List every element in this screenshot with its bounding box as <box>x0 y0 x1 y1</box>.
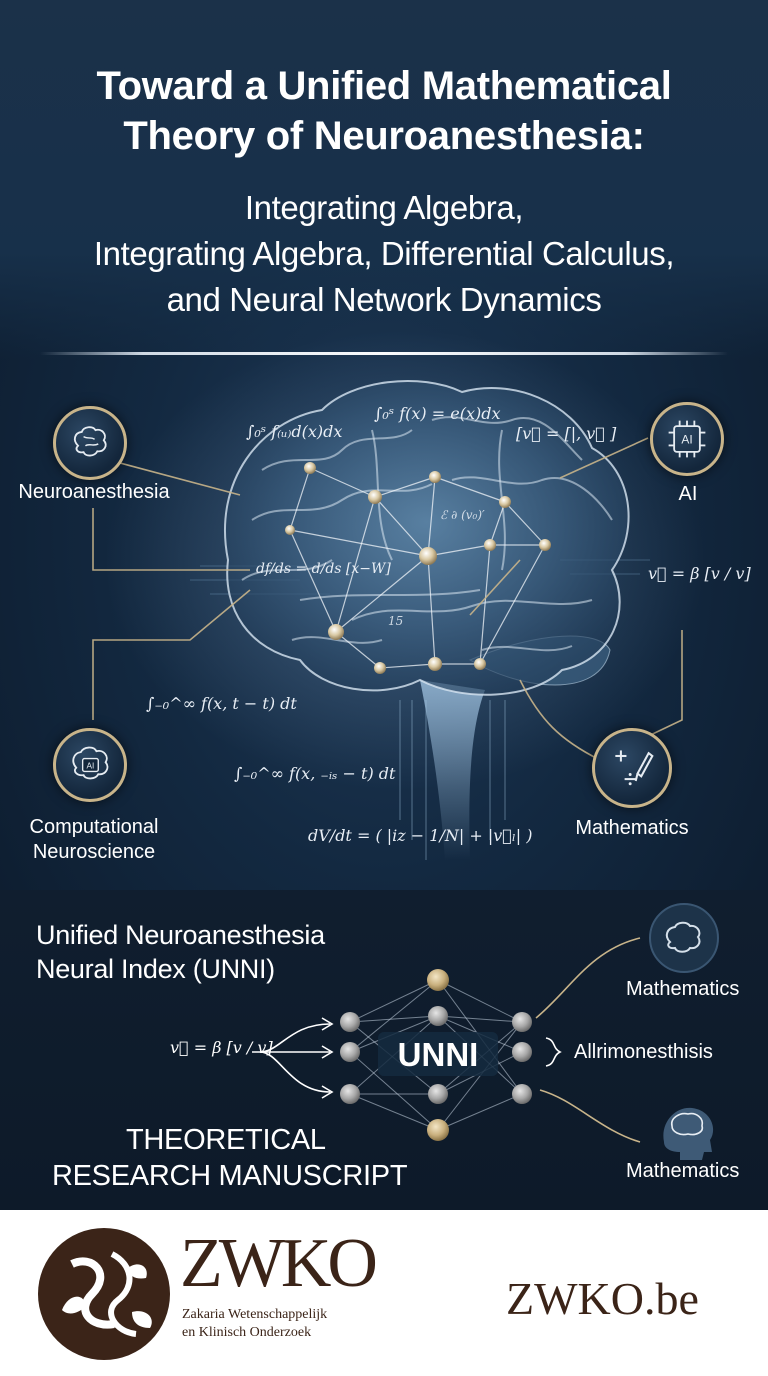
brain-icon <box>73 426 107 457</box>
computational-neuroscience-badge: AI <box>53 728 127 802</box>
equation-integral-2: ∫₀ˢ f(x) = e(x)dx <box>374 404 501 423</box>
equation-voltage: dV/dt = ( |iz − 1/N| + |v⃗ₗ| ) <box>308 826 533 845</box>
mathematics-badge <box>592 728 672 808</box>
computational-chip-text: AI <box>87 762 95 771</box>
equation-vector-1: [v⃗ = [|, v⃗ ] <box>516 424 617 443</box>
subtitle-line-2: Integrating Algebra, Differential Calcul… <box>93 235 675 272</box>
unni-network: UNNI <box>252 903 719 1160</box>
node-label-ai: AI <box>678 483 698 505</box>
equation-derivative: df/ds = d/ds [x−W] <box>256 561 391 577</box>
unni-title-line1: Unified Neuroanesthesia <box>36 920 325 950</box>
subtitle-line-3: and Neural Network Dynamics <box>166 281 602 318</box>
head-brain-icon <box>663 1107 714 1160</box>
equation-small: ℰ ∂ (v₀)′ <box>440 508 485 522</box>
unni-section: Unified Neuroanesthesia Neural Index (UN… <box>0 890 768 1210</box>
ai-badge: AI <box>650 402 724 476</box>
ai-chip-text: AI <box>681 433 692 447</box>
node-label-mathematics: Mathematics <box>575 817 689 839</box>
node-label-neuroanesthesia: Neuroanesthesia <box>18 481 170 503</box>
manuscript-line2: RESEARCH MANUSCRIPT <box>52 1160 408 1192</box>
ai-chip-icon: AI <box>668 420 706 458</box>
zwko-website-link[interactable]: ZWKO.be <box>506 1273 699 1324</box>
equation-integral-3: ∫₋₀^∞ f(x, t − t) dt <box>146 694 297 713</box>
zwko-tagline-line1: Zakaria Wetenschappelijk <box>182 1307 328 1322</box>
equation-number: 15 <box>388 614 404 628</box>
zwko-tagline-line2: en Klinisch Onderzoek <box>182 1325 312 1340</box>
brain-circle-icon <box>649 903 719 973</box>
zwko-wordmark: ZWKO <box>180 1225 378 1302</box>
hero-section: Toward a Unified Mathematical Theory of … <box>0 0 768 890</box>
unni-output-bottom: Mathematics <box>626 1160 740 1182</box>
node-label-computational-line2: Neuroscience <box>32 841 156 863</box>
brain-chip-icon: AI <box>72 746 109 780</box>
math-pencil-icon <box>615 750 654 786</box>
unni-output-middle: Allrimonesthisis <box>574 1041 713 1063</box>
unni-center-label: UNNI <box>398 1036 479 1073</box>
unni-input-equation: v⃗ = β [v / v] <box>170 1038 273 1057</box>
unni-output-top: Mathematics <box>626 978 740 1000</box>
footer: ZWKO Zakaria Wetenschappelijk en Klinisc… <box>0 1210 768 1376</box>
brain-diagram <box>92 330 705 860</box>
subtitle-line-1: Integrating Algebra, <box>244 189 524 226</box>
manuscript-line1: THEORETICAL <box>126 1124 326 1156</box>
node-label-computational-line1: Computational <box>29 816 159 838</box>
equation-integral-1: ∫₀ˢ f₍ᵤ₎d(x)dx <box>246 422 343 441</box>
title-line-2: Theory of Neuroanesthesia: <box>123 114 645 158</box>
neuroanesthesia-badge <box>53 406 127 480</box>
title-line-1: Toward a Unified Mathematical <box>96 64 672 108</box>
unni-title-line2: Neural Index (UNNI) <box>36 954 275 984</box>
equation-vector-2: v⃗ = β [v / v] <box>648 564 751 583</box>
equation-integral-4: ∫₋₀^∞ f(x, ₋ᵢₛ − t) dt <box>234 764 396 783</box>
zwko-logo-emblem <box>38 1228 170 1360</box>
